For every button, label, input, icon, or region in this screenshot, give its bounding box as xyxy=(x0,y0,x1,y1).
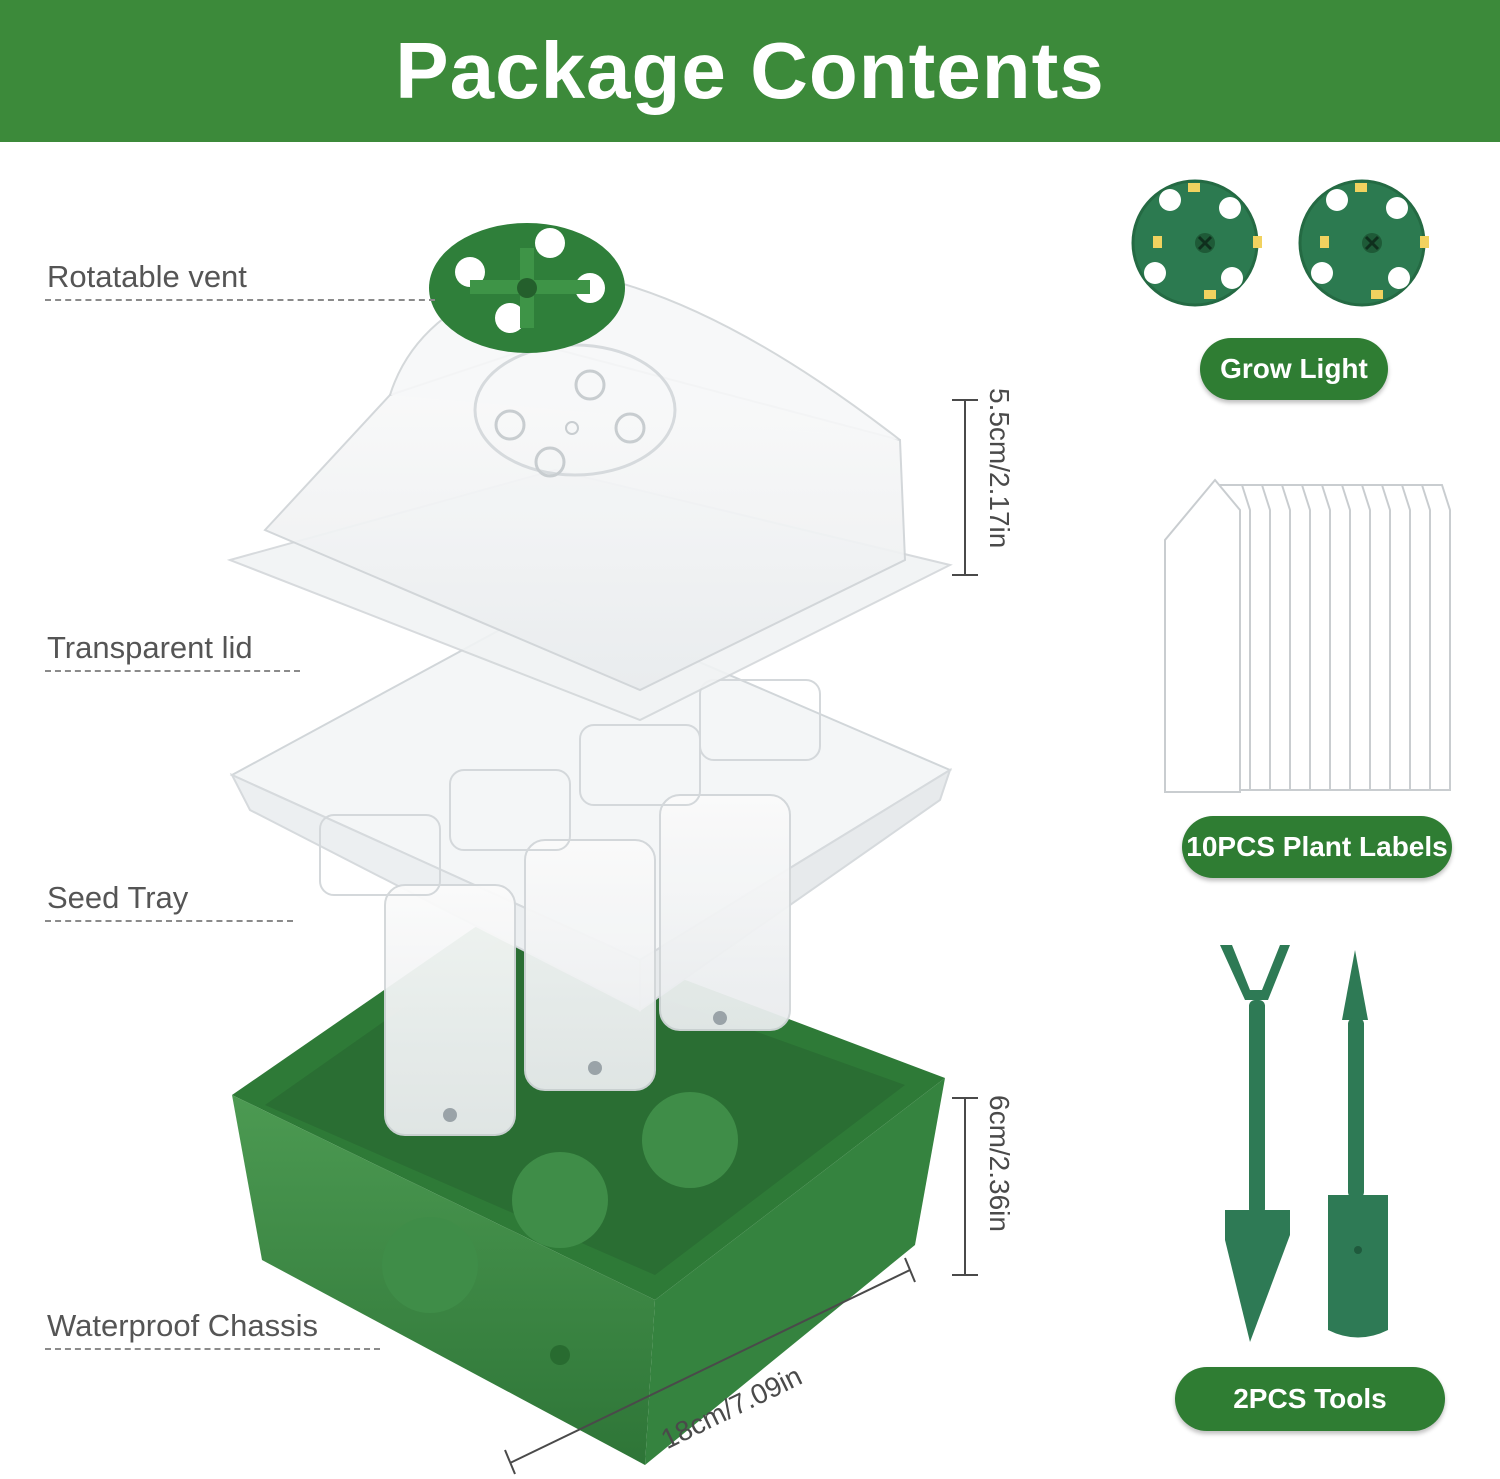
callout-rotatable-vent: Rotatable vent xyxy=(47,259,247,294)
leader-line-vent xyxy=(45,299,435,301)
header-banner: Package Contents xyxy=(0,0,1500,142)
seed-tray xyxy=(229,598,953,1136)
leader-line-chassis xyxy=(45,1348,380,1350)
callout-seed-tray: Seed Tray xyxy=(47,880,189,915)
dimension-lines xyxy=(504,399,978,1475)
grow-light-badge: Grow Light xyxy=(1200,338,1388,400)
callout-transparent-lid: Transparent lid xyxy=(47,630,253,665)
plant-labels-badge: 10PCS Plant Labels xyxy=(1182,816,1452,878)
tools-badge: 2PCS Tools xyxy=(1175,1367,1445,1431)
leader-line-tray xyxy=(45,920,293,922)
dibber-scoop-icon xyxy=(1328,950,1388,1338)
dimension-lid-height: 5.5cm/2.17in xyxy=(984,388,1015,549)
plant-labels-icon xyxy=(1164,478,1451,793)
grow-light-icon xyxy=(1298,179,1429,307)
rotatable-vent xyxy=(429,223,625,353)
callout-waterproof-chassis: Waterproof Chassis xyxy=(47,1308,319,1343)
transplant-fork-icon xyxy=(1220,945,1290,1342)
dimension-chassis-height: 6cm/2.36in xyxy=(984,1095,1015,1232)
leader-line-lid xyxy=(45,670,300,672)
grow-light-icon xyxy=(1131,179,1262,307)
page-title: Package Contents xyxy=(395,26,1105,115)
